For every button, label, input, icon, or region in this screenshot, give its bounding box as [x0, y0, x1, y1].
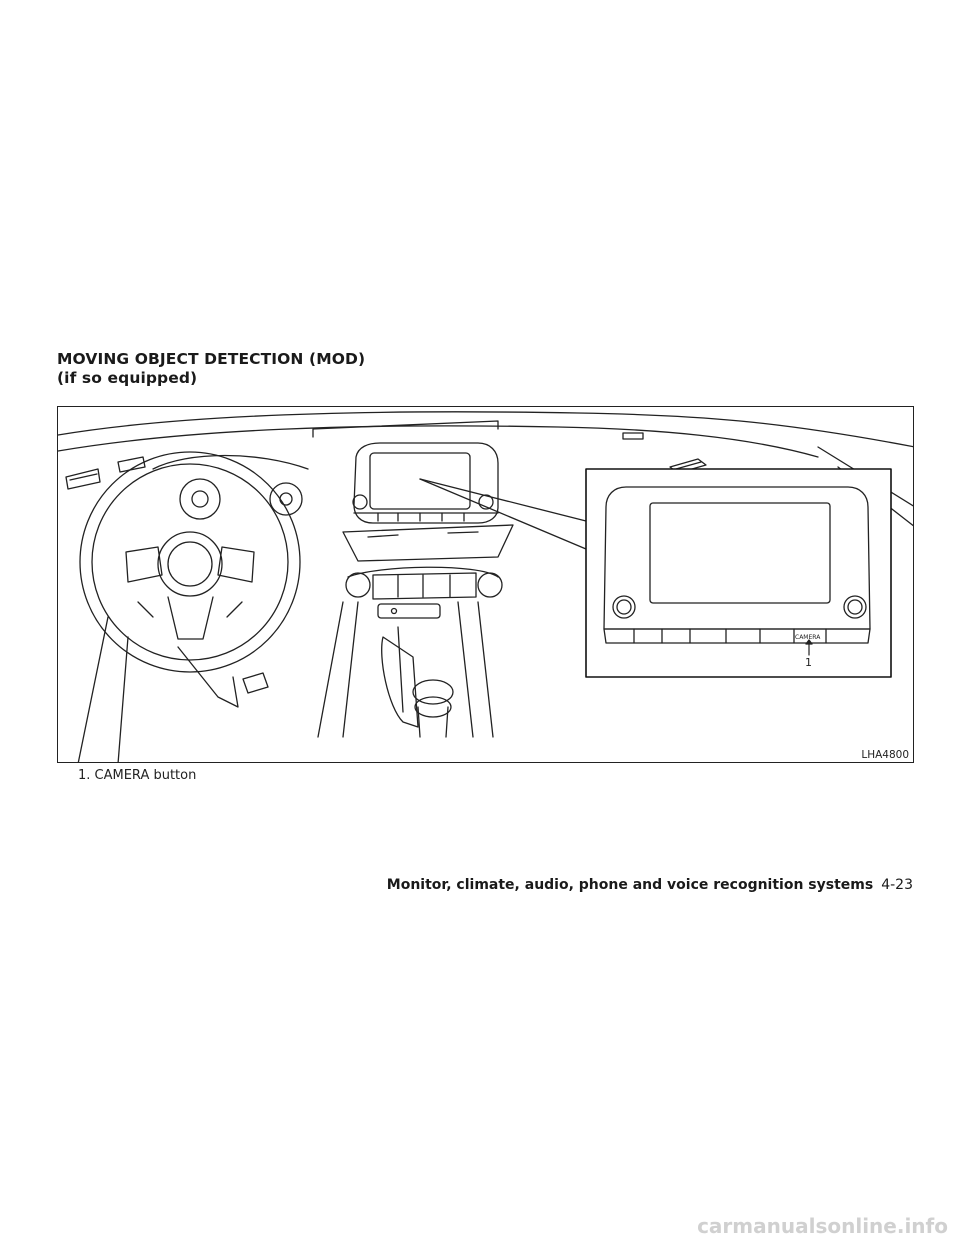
page-footer: Monitor, climate, audio, phone and voice… [387, 877, 913, 893]
heading-line-2: (if so equipped) [57, 369, 198, 387]
heading-line-1: MOVING OBJECT DETECTION (MOD) [57, 350, 366, 368]
center-stack [342, 442, 514, 600]
figure-code: LHA4800 [859, 749, 911, 761]
section-heading: MOVING OBJECT DETECTION (MOD) (if so equ… [57, 350, 365, 388]
console [317, 601, 494, 738]
figure-caption: 1. CAMERA button [78, 768, 197, 783]
camera-button-inset [585, 468, 892, 678]
footer-section-title: Monitor, climate, audio, phone and voice… [386, 877, 874, 893]
page-number: 4-23 [881, 877, 913, 893]
steering-wheel [79, 451, 301, 673]
watermark: carmanualsonline.info [697, 1214, 948, 1238]
callout-number: 1 [805, 656, 812, 669]
dashboard-illustration: CAMERA 1 LHA4800 [57, 406, 914, 763]
camera-button-label: CAMERA [795, 634, 821, 641]
